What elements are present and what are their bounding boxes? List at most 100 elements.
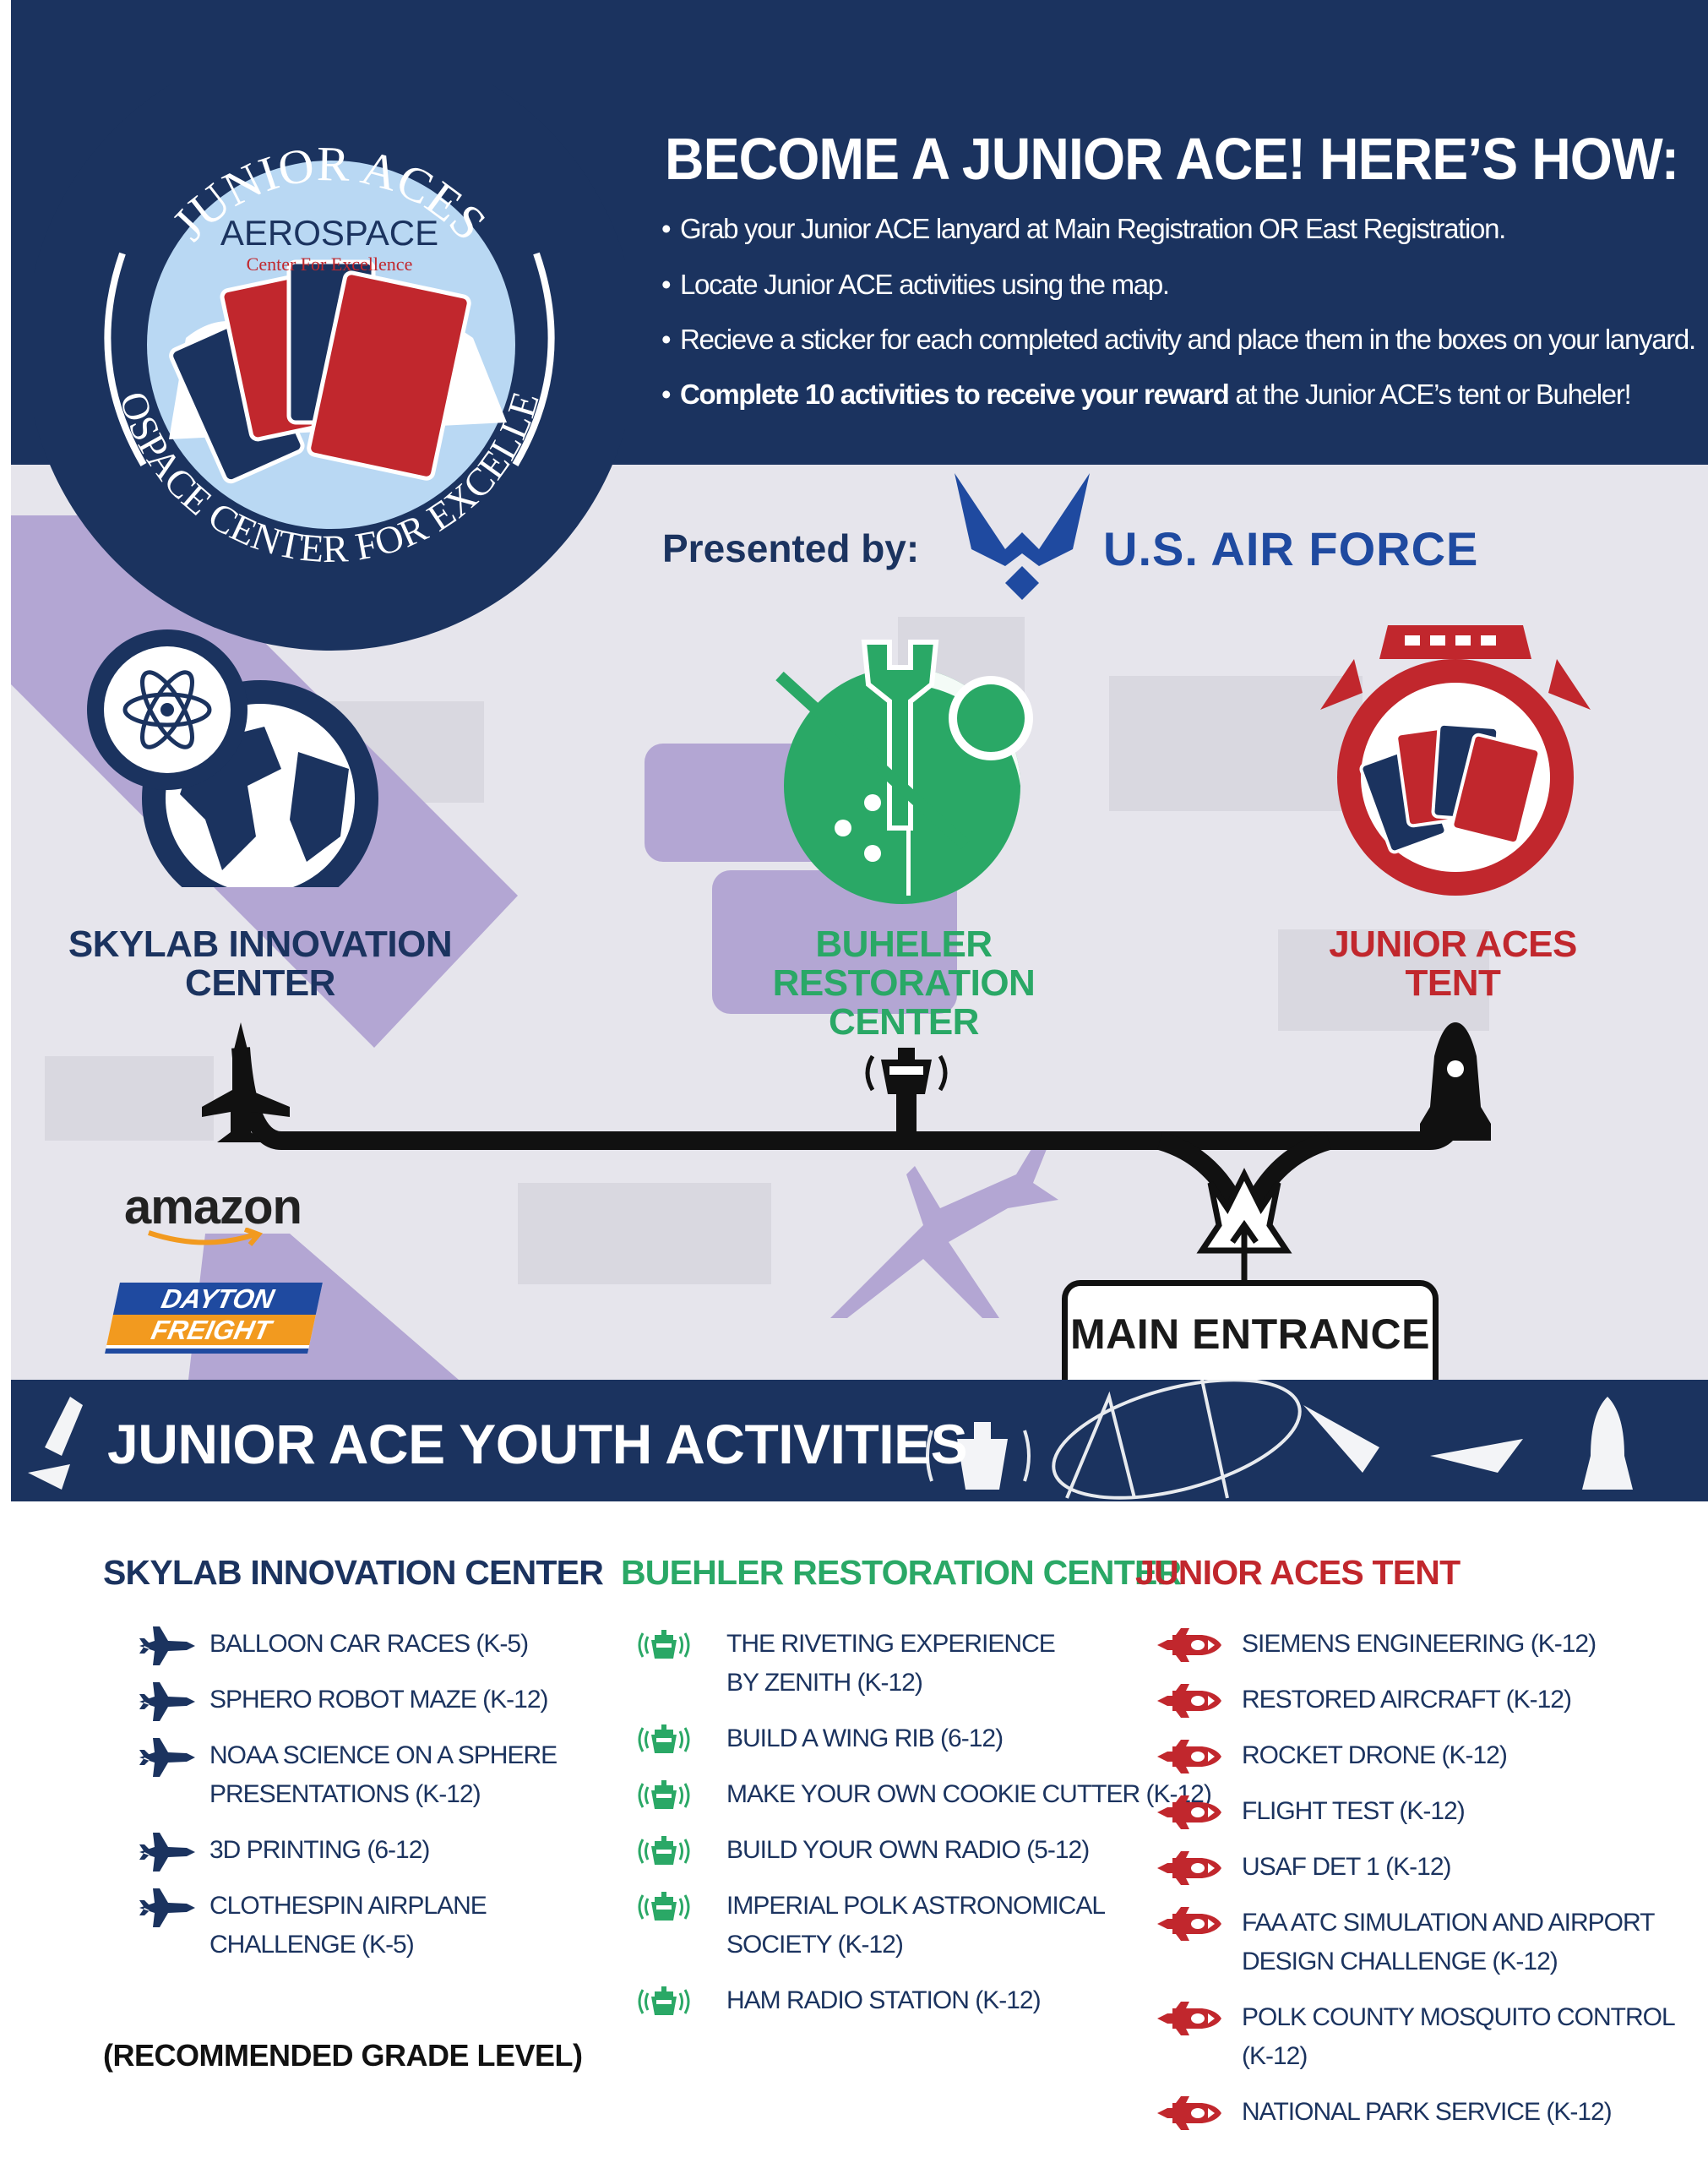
instruction-bullet: Recieve a sticker for each completed act… [661,324,1696,356]
activity-item: POLK COUNTY MOSQUITO CONTROL (K-12) [1156,1998,1708,2076]
rocket-icon [45,1397,83,1456]
badge-inner-subtitle: Center For Excellence [247,253,413,275]
location-name: TENT [1405,962,1501,1004]
activity-label: HAM RADIO STATION (K-12) [726,1986,1042,2014]
location-name: BUHELER RESTORATION [772,923,1036,1004]
rocket-marker-icon [1420,1022,1491,1141]
activities-title: JUNIOR ACE YOUTH ACTIVITIES [107,1413,968,1475]
activity-item: BUILD YOUR OWN RADIO (5-12) [634,1831,1211,1870]
activity-item: BUILD A WING RIB (6-12) [634,1719,1211,1758]
activity-item: USAF DET 1 (K-12) [1156,1848,1708,1887]
control-tower-icon [957,1422,1008,1490]
control-tower-icon [634,1628,694,1662]
jet-icon [28,1464,70,1490]
activity-label: MAKE YOUR OWN COOKIE CUTTER (K-12) [726,1780,1212,1808]
map-zone [712,870,957,1014]
activity-label: NATIONAL PARK SERVICE (K-12) [1242,2098,1613,2126]
location-name: CENTER [185,962,335,1004]
activity-list-skylab: BALLOON CAR RACES (K-5) SPHERO ROBOT MAZE… [138,1625,558,1981]
rocket-icon [1156,1795,1223,1829]
control-tower-icon [634,1779,694,1812]
activity-label: POLK COUNTY MOSQUITO CONTROL (K-12) [1242,2003,1675,2070]
banner-decorations [28,1380,1633,1500]
control-tower-icon [634,1890,694,1924]
location-name: CENTER [829,1001,979,1043]
rocket-icon [1156,2002,1223,2035]
rocket-icon [1156,1628,1223,1662]
jet-icon [138,1831,197,1873]
control-tower-icon [634,1985,694,2019]
activity-item: SPHERO ROBOT MAZE (K-12) [138,1681,557,1719]
activity-item: MAKE YOUR OWN COOKIE CUTTER (K-12) [634,1775,1212,1814]
activity-item: FAA ATC SIMULATION AND AIRPORT DESIGN CH… [1156,1904,1708,1981]
column-heading-junior-aces: JUNIOR ACES TENT [1135,1553,1461,1592]
buheler-tools-icon [775,640,1033,904]
jet-icon [138,1887,197,1929]
activity-item: 3D PRINTING (6-12) [138,1831,557,1870]
activity-item: NATIONAL PARK SERVICE (K-12) [1156,2093,1708,2132]
activity-label: BUILD A WING RIB (6-12) [726,1724,1004,1752]
activity-label: NOAA SCIENCE ON A SPHERE PRESENTATIONS (… [209,1741,558,1808]
activity-label: USAF DET 1 (K-12) [1242,1853,1452,1881]
jet-icon [138,1625,197,1667]
airplane-silhouette [830,1132,1058,1318]
activity-item: FLIGHT TEST (K-12) [1156,1792,1708,1831]
skylab-globe-icon [87,629,378,887]
activity-list-junior-aces: SIEMENS ENGINEERING (K-12) RESTORED AIRCR… [1156,1625,1708,2149]
jet-marker-icon [202,1022,290,1142]
activities-banner: JUNIOR ACE YOUTH ACTIVITIES [11,1380,1708,1501]
map-road [231,1047,1473,1150]
main-entrance-label: MAIN ENTRANCE [1070,1310,1430,1358]
activity-item: THE RIVETING EXPERIENCE BY ZENITH (K-12) [634,1625,1211,1703]
activity-label: CLOTHESPIN AIRPLANE CHALLENGE (K-5) [209,1892,487,1959]
activity-item: IMPERIAL POLK ASTRONOMICAL SOCIETY (K-12… [634,1887,1211,1964]
activity-item: NOAA SCIENCE ON A SPHERE PRESENTATIONS (… [138,1736,558,1814]
map-label-skylab: SKYLAB INNOVATION CENTER [41,925,480,1003]
activity-list-buehler: THE RIVETING EXPERIENCE BY ZENITH (K-12)… [634,1625,1212,2037]
air-force-wings-logo [955,473,1090,600]
junior-aces-badge-logo: AEROSPACE Center For Excellence JUNIOR A… [34,84,625,651]
junior-aces-tent-icon [1320,625,1591,896]
badge-inner-title: AEROSPACE [220,213,438,253]
activity-item: SIEMENS ENGINEERING (K-12) [1156,1625,1708,1664]
instruction-bullet: Grab your Junior ACE lanyard at Main Reg… [661,213,1506,245]
entrance-star-icon [1196,1168,1292,1254]
bullet-text: at the Junior ACE’s tent or Buheler! [1228,379,1631,410]
dayton-wordmark: DAYTON [112,1283,323,1315]
rocket-icon [1156,1851,1223,1885]
dayton-freight-logo: DAYTON FREIGHT [105,1283,323,1354]
bullet-emphasis: Complete 10 activities to receive your r… [680,379,1230,410]
activity-item: ROCKET DRONE (K-12) [1156,1736,1708,1775]
rocket-icon [1303,1405,1379,1473]
arrow-up-icon [1230,1219,1259,1284]
activity-label: SPHERO ROBOT MAZE (K-12) [209,1686,549,1714]
control-tower-icon [634,1834,694,1868]
instruction-bullet: Complete 10 activities to receive your r… [661,379,1632,411]
activity-label: FAA ATC SIMULATION AND AIRPORT DESIGN CH… [1242,1909,1655,1975]
column-heading-buehler: BUEHLER RESTORATION CENTER [621,1553,1182,1592]
activity-item: BALLOON CAR RACES (K-5) [138,1625,557,1664]
control-tower-marker-icon [865,1048,948,1136]
activity-label: BALLOON CAR RACES (K-5) [209,1630,529,1658]
air-force-name: U.S. AIR FORCE [1103,522,1479,575]
location-name: JUNIOR ACES [1329,923,1577,965]
freight-wordmark: FREIGHT [106,1315,316,1345]
activity-label: ROCKET DRONE (K-12) [1242,1741,1508,1769]
activity-label: BUILD YOUR OWN RADIO (5-12) [726,1836,1090,1864]
activity-label: FLIGHT TEST (K-12) [1242,1797,1466,1825]
grade-level-note: (RECOMMENDED GRADE LEVEL) [103,2038,583,2073]
activity-item: RESTORED AIRCRAFT (K-12) [1156,1681,1708,1719]
jet-icon [138,1681,197,1723]
activity-label: IMPERIAL POLK ASTRONOMICAL SOCIETY (K-12… [726,1892,1106,1959]
rocket-icon [1156,1684,1223,1718]
column-heading-skylab: SKYLAB INNOVATION CENTER [103,1553,604,1592]
map-label-junior-aces-tent: JUNIOR ACES TENT [1233,925,1673,1003]
control-tower-icon [634,1723,694,1757]
activity-label: SIEMENS ENGINEERING (K-12) [1242,1630,1596,1658]
jet-icon [1430,1439,1523,1473]
presented-by-label: Presented by: [662,526,920,570]
location-name: SKYLAB INNOVATION [68,923,453,965]
activity-item: HAM RADIO STATION (K-12) [634,1981,1211,2020]
amazon-logo: amazon [124,1179,302,1246]
jet-icon [138,1736,197,1779]
